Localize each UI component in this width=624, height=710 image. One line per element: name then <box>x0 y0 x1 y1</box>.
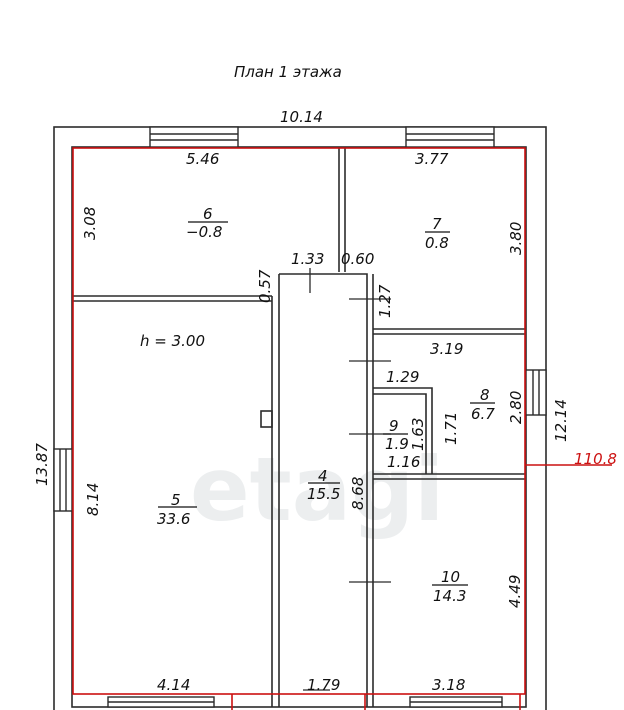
dim-3-77: 3.77 <box>415 150 449 168</box>
dim-right-height: 12.14 <box>552 399 570 442</box>
room-number: 7 <box>432 215 442 233</box>
room-area: 1.9 <box>385 435 409 453</box>
dim-1-27: 1.27 <box>376 284 394 318</box>
window-bottom-right <box>409 696 503 708</box>
fraction-lines <box>158 221 495 586</box>
outer-walls <box>53 126 547 710</box>
room-number: 4 <box>318 467 328 485</box>
dim-top-width: 10.14 <box>280 108 323 126</box>
dim-1-63: 1.63 <box>409 418 427 451</box>
dim-3-80: 3.80 <box>507 222 525 255</box>
room-6: 6 −0.8 <box>186 205 222 241</box>
dim-2-80: 2.80 <box>507 391 525 424</box>
dim-4-14: 4.14 <box>157 676 190 694</box>
room-number: 9 <box>389 417 399 435</box>
room-area: 6.7 <box>471 405 495 423</box>
room-9: 9 1.9 <box>385 417 409 453</box>
dim-1-71: 1.71 <box>442 412 460 445</box>
dim-4-49: 4.49 <box>506 575 524 608</box>
watermark: etagi <box>190 438 444 541</box>
room-8: 8 6.7 <box>471 386 495 423</box>
room-area: 0.8 <box>425 234 449 252</box>
dim-0-60: 0.60 <box>341 250 374 268</box>
window-left <box>53 448 73 512</box>
dim-1-33: 1.33 <box>291 250 324 268</box>
room-number: 5 <box>171 491 181 509</box>
dim-3-18: 3.18 <box>432 676 465 694</box>
dim-0-57: 0.57 <box>256 269 274 303</box>
window-bottom-left <box>107 696 215 708</box>
room-area: 15.5 <box>307 485 340 503</box>
window-right <box>525 369 547 416</box>
room-area: 33.6 <box>157 510 190 528</box>
room-7: 7 0.8 <box>425 215 449 252</box>
room-number: 10 <box>441 568 460 586</box>
room-5: 5 33.6 <box>157 491 190 528</box>
dim-3-08: 3.08 <box>81 207 99 240</box>
room-area: 14.3 <box>433 587 466 605</box>
window-top-left <box>149 126 239 148</box>
room-4: 4 15.5 <box>307 467 340 503</box>
window-top-right <box>405 126 495 148</box>
room-area: −0.8 <box>186 223 222 241</box>
dim-5-46: 5.46 <box>186 150 219 168</box>
room-10: 10 14.3 <box>433 568 466 605</box>
dim-1-29: 1.29 <box>386 368 419 386</box>
dim-left-height: 13.87 <box>33 443 51 486</box>
dim-8-68: 8.68 <box>349 477 367 510</box>
plan-title: План 1 этажа <box>234 63 342 81</box>
dim-1-16: 1.16 <box>387 453 420 471</box>
interior-walls <box>72 147 526 707</box>
area-boundary <box>72 147 612 710</box>
room-number: 6 <box>203 205 213 223</box>
dim-3-19: 3.19 <box>430 340 463 358</box>
room-number: 8 <box>480 386 490 404</box>
dim-1-79: 1.79 <box>307 676 340 694</box>
ceiling-height: h = 3.00 <box>140 332 205 350</box>
dim-8-14: 8.14 <box>84 483 102 516</box>
total-area: 110.8 <box>574 450 617 468</box>
